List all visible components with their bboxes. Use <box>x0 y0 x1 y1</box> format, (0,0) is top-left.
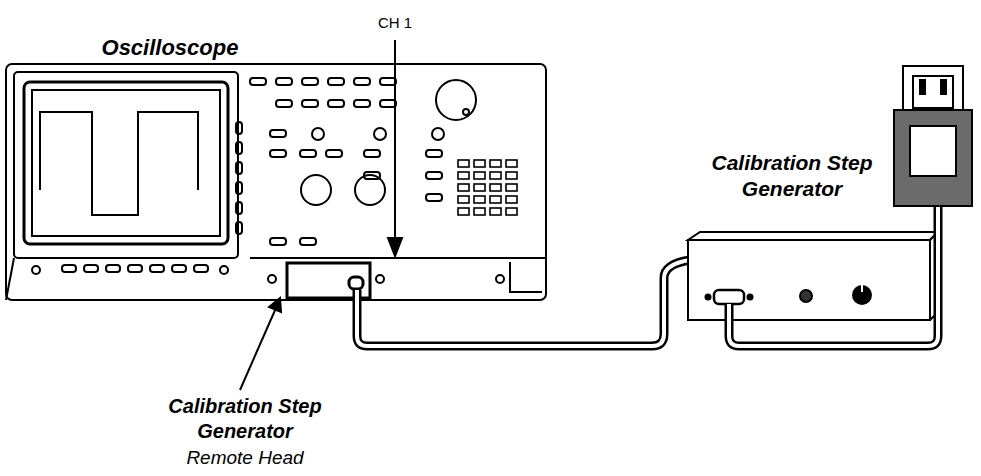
instrument-label: Calibration Step Generator <box>685 150 900 203</box>
part-label: Calibration Step Generator <box>140 394 350 444</box>
instrument-label: Oscilloscope <box>60 34 280 62</box>
oscilloscope <box>6 64 546 300</box>
power-outlet <box>894 66 972 206</box>
part-label: Remote Head <box>145 446 345 470</box>
channel-label: CH 1 <box>355 14 435 33</box>
